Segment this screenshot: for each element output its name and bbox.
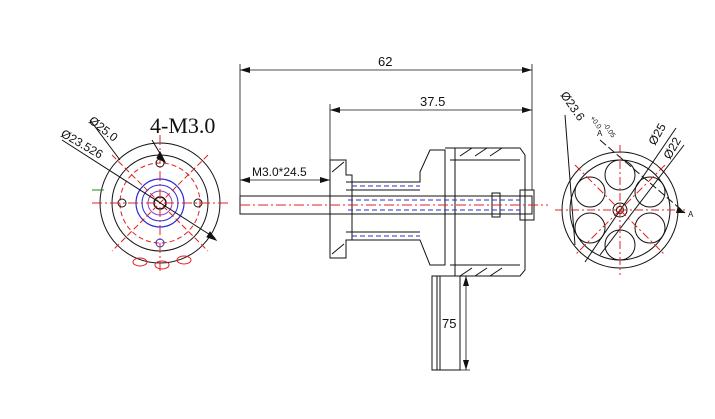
front-leader-arrow [156,150,167,164]
rear-section-mark-right: A [688,210,694,219]
side-hidden-lines [348,185,520,237]
rear-section-mark-top: A [597,129,603,138]
dim-62-label: 62 [378,54,392,69]
rear-section-arrow [676,206,685,213]
dim-shaft-arrow-left [240,177,250,183]
rear-leader-22 [599,144,685,256]
dim-37-arrow-left [330,107,340,113]
dim-37-label: 37.5 [420,94,445,109]
rear-dia-22-label: Ø22 [660,135,684,162]
rear-centerline-d2 [574,164,666,256]
rear-vent-2 [634,176,666,208]
front-dia-arrow [206,231,218,241]
front-vent-3 [176,255,192,265]
dim-75-arrow-bottom [463,360,469,370]
side-hatch-3 [489,147,503,157]
side-hatch-2 [474,147,488,157]
side-hatch-4 [459,267,473,277]
rear-vent-3 [634,212,666,244]
rear-centerline-d1 [574,164,666,256]
front-leader-dia [61,139,216,239]
dim-shaft-label: M3.0*24.5 [252,165,307,179]
front-vent-1 [132,257,148,267]
side-flange-hatch-1 [331,161,345,173]
rear-leader-25 [584,127,677,263]
dim-shaft-arrow-right [320,177,330,183]
side-rotor-bell [445,147,526,277]
rear-dia-tol-label: Ø23.6 [558,89,588,124]
dim-75-arrow-top [463,276,469,286]
side-hatch-1 [459,147,473,157]
side-flange [329,159,353,259]
rear-center-lines [555,145,685,275]
side-flange-hatch-2 [331,243,345,255]
front-view [61,119,228,272]
front-vent-2 [154,260,170,270]
rear-vent-6 [574,176,606,208]
front-leader-bolt [89,119,121,161]
side-hatch-6 [489,267,503,277]
rear-tol-lower: -0.05 [601,122,616,139]
side-front-housing [346,149,446,266]
front-bolt-circle-label: Ø25.0 [86,113,121,144]
front-mount-holes-label: 4-M3.0 [150,113,215,138]
dimension-lines [239,64,533,371]
dimension-arrows [240,67,532,370]
dim-75-label: 75 [442,316,456,331]
dim-37-arrow-right [522,107,532,113]
side-hatch-5 [474,267,488,277]
rear-arrows [676,206,685,213]
rear-vent-5 [574,212,606,244]
dim-62-arrow-left [240,67,250,73]
dim-62-arrow-right [522,67,532,73]
rear-view [561,114,686,269]
rear-leader-tol [564,114,576,246]
